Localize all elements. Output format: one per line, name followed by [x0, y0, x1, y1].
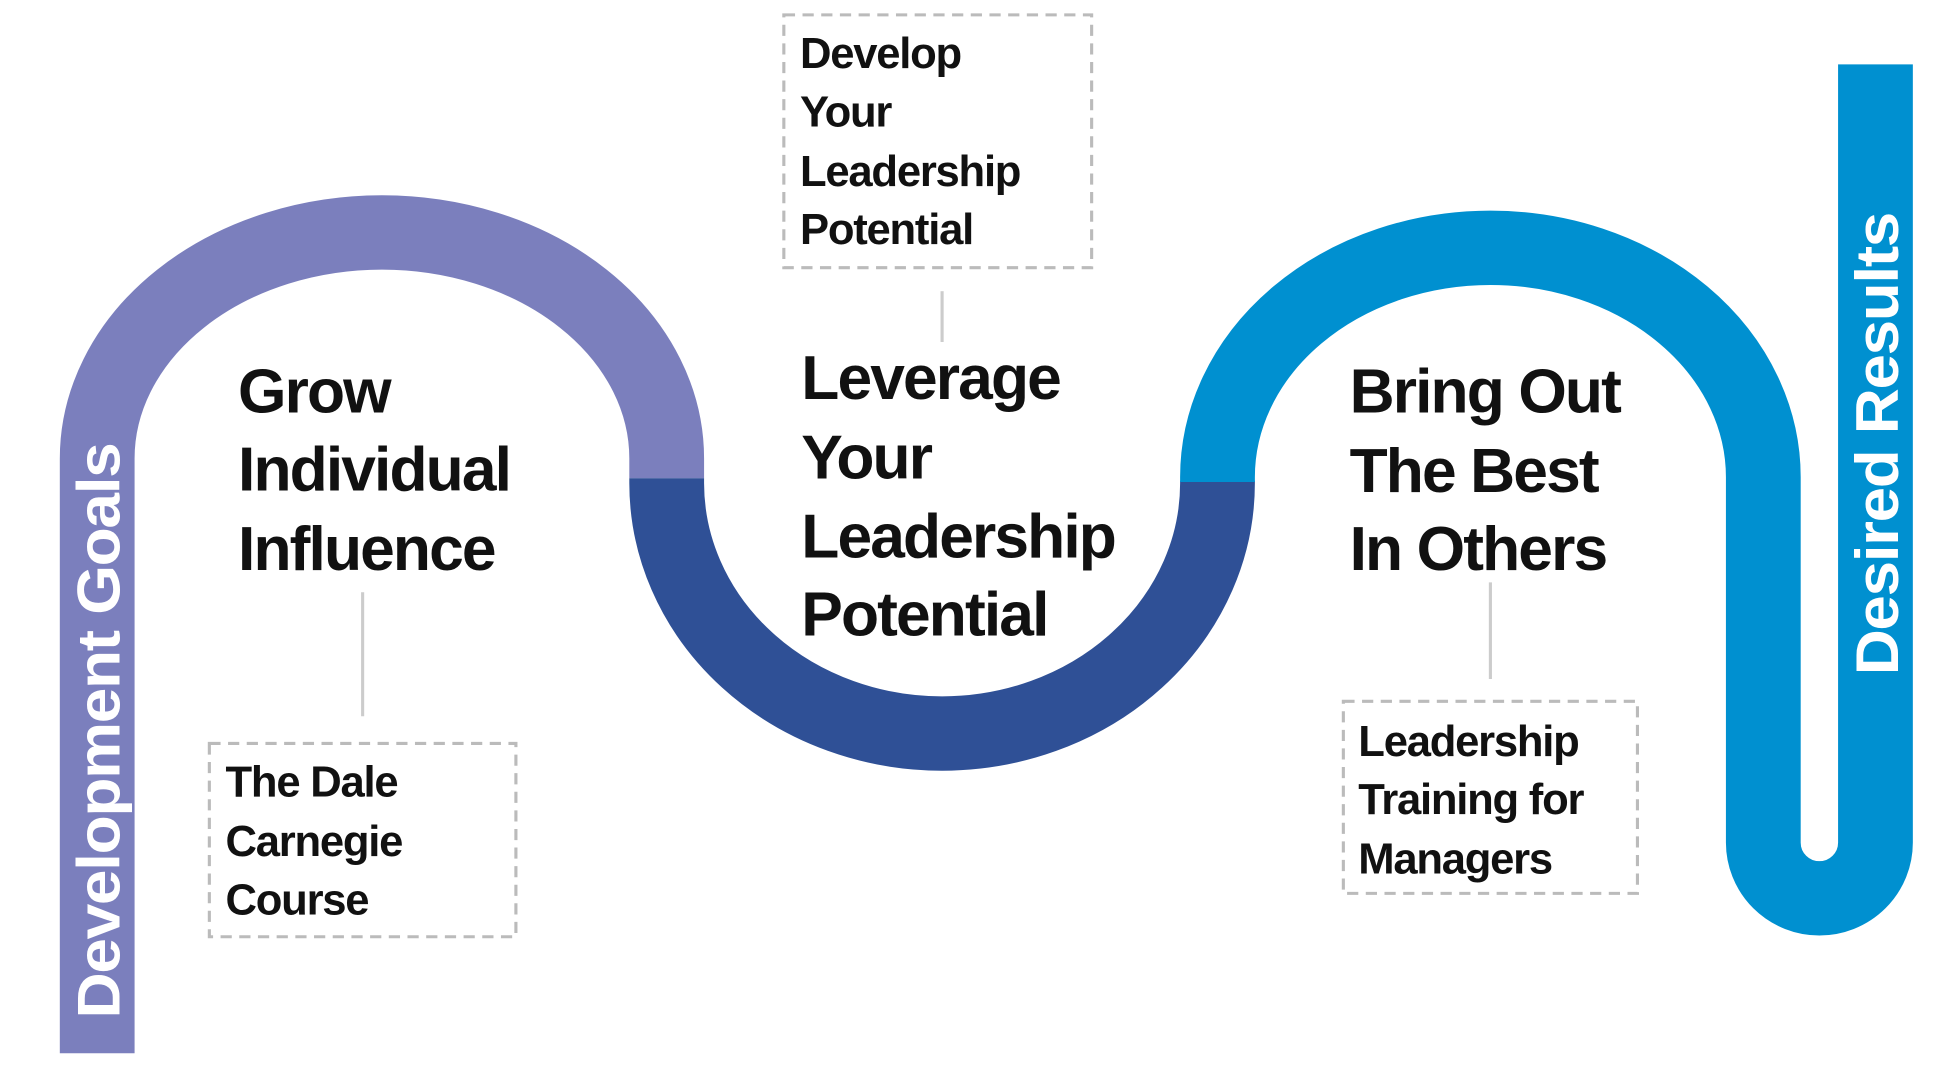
course-line: Leadership — [800, 148, 1020, 196]
course-line: Your — [800, 88, 892, 136]
step-title-line: Individual — [238, 436, 510, 505]
start-label: Development Goals — [65, 444, 132, 1019]
course-line: Course — [226, 877, 369, 925]
path-segment-start — [59, 195, 705, 1054]
step-title-line: Leverage — [801, 344, 1060, 413]
step-title-line: Potential — [801, 581, 1047, 650]
course-line: Potential — [800, 206, 973, 254]
end-label: Desired Results — [1844, 213, 1911, 675]
step-3: Bring Out The Best In Others Leadership … — [1341, 358, 1640, 895]
path-segment-end — [1180, 64, 1913, 936]
path-segment-middle — [629, 446, 1255, 771]
step-title-line: In Others — [1350, 515, 1607, 584]
step-title-line: Your — [801, 423, 933, 492]
course-line: Leadership — [1358, 718, 1578, 766]
step-1: Grow Individual Influence The Dale Carne… — [207, 358, 518, 939]
course-line: The Dale — [226, 759, 398, 807]
step-title-line: Influence — [238, 515, 495, 584]
course-box — [207, 741, 518, 939]
step-title-line: The Best — [1350, 437, 1599, 506]
course-line: Training for — [1358, 776, 1584, 824]
step-title-line: Bring Out — [1350, 358, 1622, 427]
step-2: Leverage Your Leadership Potential Devel… — [782, 13, 1117, 650]
course-line: Carnegie — [226, 818, 403, 866]
course-line: Develop — [800, 30, 961, 78]
step-title-line: Grow — [238, 358, 392, 427]
course-box — [782, 13, 1094, 270]
step-title-line: Leadership — [801, 503, 1115, 572]
course-line: Managers — [1358, 836, 1552, 884]
